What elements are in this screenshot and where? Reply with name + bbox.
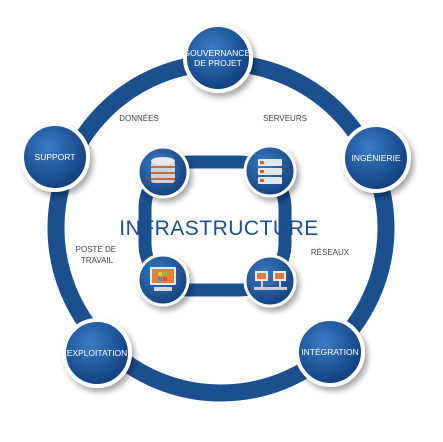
label-reseaux: RÉSEAUX	[311, 248, 350, 257]
node-exploitation-line-1: EXPLOITATION	[67, 348, 128, 358]
label-poste-de-travail: POSTE DE TRAVAIL	[76, 245, 119, 265]
node-ingenierie-label: INGÉNIERIE	[351, 153, 400, 163]
label-reseaux-line-1: RÉSEAUX	[311, 248, 350, 257]
database-icon	[136, 145, 190, 199]
node-integration	[295, 317, 365, 387]
center-title: INFRASTRUCTURE	[119, 217, 319, 240]
label-serveurs-line-1: SERVEURS	[263, 114, 307, 123]
node-ingenierie-line-1: INGÉNIERIE	[351, 153, 400, 163]
workstation-icon	[136, 253, 190, 307]
node-exploitation-label: EXPLOITATION	[67, 348, 128, 358]
server-icon	[243, 144, 297, 198]
node-ingenierie	[341, 123, 411, 193]
network-icon	[243, 254, 297, 308]
node-support-label: SUPPORT	[35, 152, 76, 162]
label-poste-line-2: TRAVAIL	[81, 256, 114, 265]
node-support	[20, 122, 90, 192]
node-gouvernance	[183, 23, 253, 93]
label-serveurs: SERVEURS	[263, 114, 307, 123]
node-integration-label: INTÉGRATION	[301, 347, 358, 357]
inner-ring	[138, 155, 292, 297]
node-gouvernance-line-1: GOUVERNANCE	[184, 48, 251, 58]
label-donnees-line-1: DONNÉES	[119, 114, 159, 123]
node-gouvernance-line-2: DE PROJET	[194, 58, 242, 68]
node-support-line-1: SUPPORT	[35, 152, 76, 162]
label-poste-line-1: POSTE DE	[76, 245, 116, 254]
node-exploitation	[62, 318, 132, 388]
label-donnees: DONNÉES	[119, 114, 159, 123]
node-gouvernance-label: GOUVERNANCE DE PROJET	[184, 48, 253, 68]
node-integration-line-1: INTÉGRATION	[301, 347, 358, 357]
